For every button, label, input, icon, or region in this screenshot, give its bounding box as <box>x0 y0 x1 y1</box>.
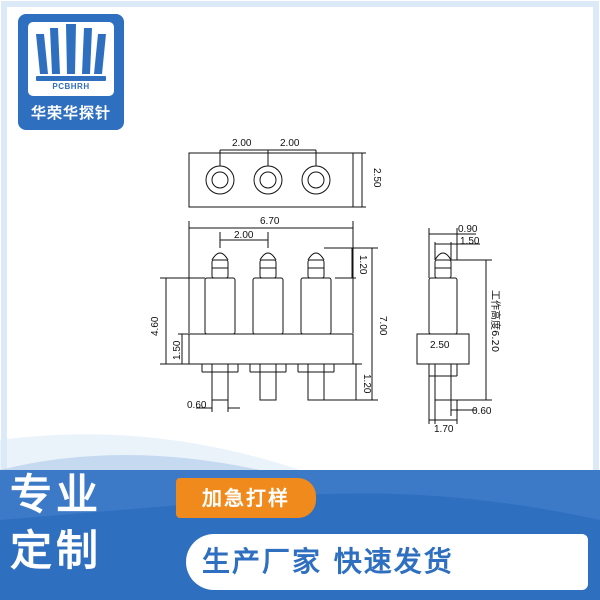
crown-icon <box>36 24 106 81</box>
factory-pill: 生产厂家 快速发货 <box>186 534 588 590</box>
rush-sample-tag: 加急打样 <box>176 478 316 518</box>
dim-base-height: 1.50 <box>172 340 183 360</box>
dim-side-plunger-diameter: 1.50 <box>460 236 480 247</box>
dim-body-height: 4.60 <box>150 316 161 336</box>
slogan-line-1: 专业 <box>10 470 103 519</box>
top-view-hole <box>307 171 325 189</box>
dim-side-tip-diameter: 0.90 <box>458 224 478 235</box>
dim-top-pitch-1: 2.00 <box>232 138 252 149</box>
rush-sample-label: 加急打样 <box>202 486 290 510</box>
top-view-hole <box>211 171 229 189</box>
dim-top-pitch-2: 2.00 <box>280 138 300 149</box>
dim-tail-diameter: 0.60 <box>187 400 207 411</box>
top-view-hole <box>259 171 277 189</box>
logo-wordmark: PCBHRH <box>52 82 90 91</box>
top-view-body <box>188 152 354 208</box>
dim-front-pitch: 2.00 <box>234 230 254 241</box>
brand-logo: PCBHRH 华荣华探针 <box>18 14 124 130</box>
dim-total-height: 7.00 <box>377 316 388 336</box>
factory-pill-label: 生产厂家 快速发货 <box>202 545 454 578</box>
dim-top-height: 2.50 <box>371 168 382 188</box>
dim-working-height: 工作高度6.20 <box>489 290 502 352</box>
dim-side-tail-span: 1.70 <box>434 424 454 435</box>
dim-overall-width: 6.70 <box>260 216 280 227</box>
brand-name: 华荣华探针 <box>30 104 111 122</box>
dim-tip-height: 1.20 <box>357 255 368 275</box>
dim-side-tail-diameter: 0.60 <box>472 406 492 417</box>
dim-tail-length: 1.20 <box>361 374 372 394</box>
logo-emblem: PCBHRH <box>28 22 114 96</box>
dim-side-base-width: 2.50 <box>430 340 450 351</box>
slogan-line-2: 定制 <box>10 526 103 575</box>
